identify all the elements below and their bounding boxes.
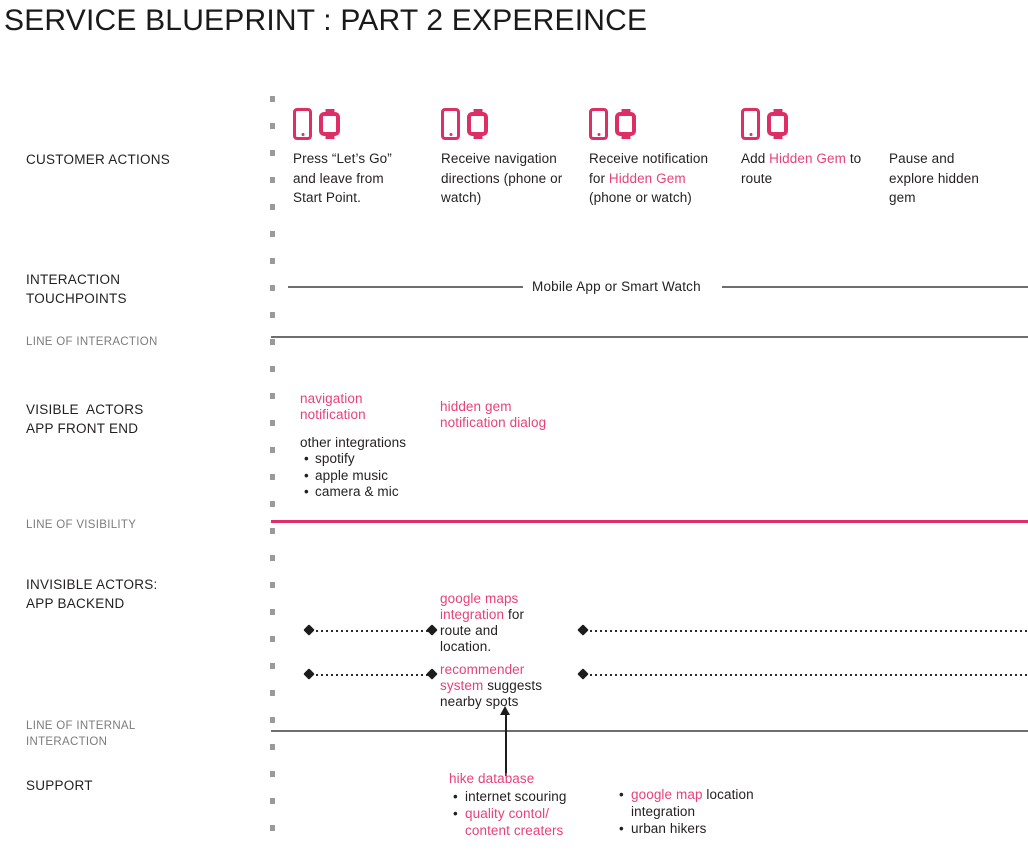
watch-icon (615, 112, 636, 136)
list-item: apple music (304, 468, 475, 485)
accent-text-run: quality contol/content creaters (465, 805, 564, 838)
plain-text-run: urban hikers (631, 821, 707, 836)
list-item: camera & mic (304, 484, 475, 501)
plain-text-run: to route (741, 151, 862, 186)
row-label-customer-actions: CUSTOMER ACTIONS (26, 152, 171, 167)
plain-text-run: Pause and explore hidden gem (889, 151, 979, 205)
support-hike-database-list: internet scouringquality contol/content … (449, 788, 599, 839)
watch-icon (319, 112, 340, 136)
support-google-map-list: google map locationintegrationurban hike… (615, 786, 785, 837)
plain-text-run: Receive navigation directions (phone or … (441, 151, 563, 205)
watch-icon (467, 112, 488, 136)
touchpoint-rule-left (288, 286, 523, 288)
line-of-visibility-rule (271, 520, 1028, 523)
touchpoint-rule-right (722, 286, 1028, 288)
connector-dotted-line (580, 674, 1028, 676)
arrow-head-icon (500, 706, 510, 715)
other-integrations-heading: other integrations (300, 435, 407, 450)
customer-action-col-3: Receive notification for Hidden Gem (pho… (589, 149, 715, 208)
customer-action-col-5: Pause and explore hidden gem (889, 149, 999, 208)
connector-dotted-line (580, 630, 1028, 632)
phone-and-watch-icon-col-4 (741, 108, 803, 142)
customer-action-col-2: Receive navigation directions (phone or … (441, 149, 567, 208)
connector-diamond-right (426, 624, 438, 636)
hike-database-upward-arrow (500, 706, 511, 776)
front-end-other-integrations: other integrations spotifyapple musiccam… (300, 435, 475, 501)
line-of-interaction-rule (271, 336, 1028, 338)
connector-diamond-right (426, 668, 438, 680)
accent-text-run: Hidden Gem (608, 170, 686, 186)
accent-text-run: Hidden Gem (769, 151, 846, 166)
connector-diamond-left (303, 624, 315, 636)
plain-text-run: internet scouring (465, 788, 567, 804)
customer-action-col-4: Add Hidden Gem to route (741, 149, 871, 188)
plain-text-run: Receive notification for (589, 151, 709, 186)
vertical-dashed-divider (270, 96, 275, 838)
phone-icon (589, 108, 608, 140)
row-label-invisible-actors: INVISIBLE ACTORS:APP BACKEND (26, 577, 158, 611)
other-integrations-list: spotifyapple musiccamera & mic (300, 451, 475, 501)
list-item: urban hikers (619, 820, 785, 837)
accent-text-run: google map (631, 787, 703, 802)
page-title: SERVICE BLUEPRINT : PART 2 EXPEREINCE (4, 4, 648, 37)
phone-and-watch-icon-col-2 (441, 108, 503, 142)
phone-icon (441, 108, 460, 140)
recommender-right-connector (577, 668, 1028, 680)
list-item: spotify (304, 451, 475, 468)
phone-and-watch-icon-col-3 (589, 108, 651, 142)
plain-text-run: Press “Let’s Go” and leave from Start Po… (293, 151, 392, 205)
recommender-left-connector (303, 668, 438, 680)
connector-diamond-left (303, 668, 315, 680)
support-hike-database: hike database internet scouringquality c… (449, 771, 599, 839)
google-maps-right-connector (577, 624, 1028, 636)
row-label-support: SUPPORT (26, 778, 93, 793)
connector-dotted-line (306, 674, 435, 676)
connector-diamond-left (577, 668, 589, 680)
plain-text-run: (phone or watch) (589, 190, 692, 205)
arrow-stem (505, 713, 507, 776)
touchpoint-band-label: Mobile App or Smart Watch (532, 279, 701, 294)
support-google-map-group: google map locationintegrationurban hike… (615, 786, 785, 837)
watch-icon (767, 112, 788, 136)
phone-icon (741, 108, 760, 140)
customer-action-col-1: Press “Let’s Go” and leave from Start Po… (293, 149, 413, 208)
row-label-line-of-interaction: LINE OF INTERACTION (26, 336, 158, 348)
row-label-line-of-visibility: LINE OF VISIBILITY (26, 519, 137, 531)
plain-text-run: Add (741, 151, 770, 166)
phone-icon (293, 108, 312, 140)
connector-dotted-line (306, 630, 435, 632)
connector-diamond-left (577, 624, 589, 636)
list-item: quality contol/content creaters (453, 805, 599, 839)
list-item: internet scouring (453, 788, 599, 805)
support-hike-database-heading: hike database (449, 771, 535, 786)
phone-and-watch-icon-col-1 (293, 108, 355, 142)
google-maps-left-connector (303, 624, 438, 636)
line-of-internal-interaction-rule (271, 730, 1028, 732)
